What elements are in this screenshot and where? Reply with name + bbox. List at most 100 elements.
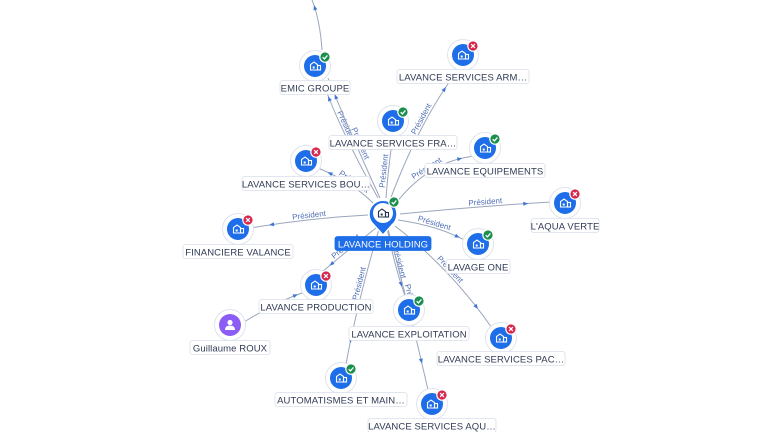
- building-icon: [387, 116, 400, 126]
- node-label-background: [241, 176, 371, 191]
- status-inactive-icon: [310, 146, 322, 158]
- node-label-background: [348, 326, 470, 341]
- edge-label: Président: [468, 196, 503, 208]
- edge-label: Président: [417, 214, 453, 233]
- node-label: LAVANCE EXPLOITATION: [351, 329, 466, 340]
- node-label: LAVANCE SERVICES ARM…: [399, 72, 527, 83]
- node-label-background: [396, 69, 530, 84]
- building-icon: [232, 224, 245, 234]
- node-prod[interactable]: LAVANCE PRODUCTION: [258, 269, 374, 314]
- status-active-icon: [397, 106, 409, 118]
- node-label-background: [328, 135, 458, 150]
- node-arm[interactable]: LAVANCE SERVICES ARM…: [396, 39, 530, 84]
- edge-arrow-icon: [456, 157, 463, 162]
- node-label-background: [274, 392, 408, 407]
- building-icon: [495, 333, 508, 343]
- node-label: Guillaume ROUX: [193, 343, 268, 354]
- status-inactive-icon: [569, 188, 581, 200]
- node-label-background: [182, 244, 294, 259]
- node-label: L'AQUA VERTE: [531, 221, 600, 232]
- edge-arrow-icon: [441, 86, 446, 93]
- edge-arrow-icon: [334, 94, 339, 100]
- node-label-background: [258, 299, 374, 314]
- edge-line: [397, 219, 469, 243]
- node-fin[interactable]: FINANCIERE VALANCE: [182, 213, 294, 259]
- edge-equip[interactable]: Président: [395, 155, 477, 204]
- node-emic[interactable]: EMIC GROUPE: [279, 50, 351, 95]
- edge-label: Président: [351, 265, 368, 301]
- node-label: LAVANCE HOLDING: [338, 239, 428, 250]
- edge-offscreen_top[interactable]: [311, 0, 323, 51]
- building-icon: [457, 50, 470, 60]
- status-inactive-icon: [436, 389, 448, 401]
- building-icon: [472, 239, 485, 249]
- node-equip[interactable]: LAVANCE EQUIPEMENTS: [424, 132, 546, 178]
- edge-arrow-icon: [269, 222, 275, 227]
- node-aqua[interactable]: L'AQUA VERTE: [530, 187, 600, 233]
- status-inactive-icon: [505, 323, 517, 335]
- building-icon: [310, 280, 323, 290]
- node-label-background: [436, 351, 566, 366]
- edge-arrow-icon: [329, 260, 335, 266]
- building-icon: [335, 373, 348, 383]
- status-inactive-icon: [467, 40, 479, 52]
- edge-line: [249, 214, 369, 229]
- node-label-background: [334, 236, 432, 251]
- building-icon: [309, 61, 322, 71]
- status-active-icon: [319, 51, 331, 63]
- node-label: LAVANCE EQUIPEMENTS: [427, 166, 544, 177]
- node-label: LAVAGE ONE: [448, 262, 509, 273]
- edge-aqua[interactable]: Président: [399, 196, 553, 215]
- edge-line: [386, 227, 406, 297]
- edge-label: Président: [292, 209, 327, 222]
- edge-arrow-icon: [473, 303, 479, 309]
- edge-arrow-icon: [327, 172, 333, 177]
- node-fra[interactable]: LAVANCE SERVICES FRA…: [328, 105, 458, 150]
- edge-arrow-icon: [292, 294, 298, 299]
- node-label-background: [189, 340, 271, 355]
- edge-arrow-icon: [398, 281, 403, 287]
- edge-arrow-icon: [454, 233, 460, 238]
- person-icon: [225, 319, 235, 330]
- building-icon: [559, 198, 572, 208]
- edge-fin[interactable]: Président: [249, 209, 369, 229]
- edge-arrow-icon: [523, 201, 529, 206]
- node-center[interactable]: LAVANCE HOLDING: [334, 196, 432, 251]
- node-label-background: [445, 259, 511, 274]
- node-label: LAVANCE SERVICES PAC…: [438, 354, 565, 365]
- building-icon: [479, 143, 492, 153]
- node-label: LAVANCE SERVICES AQU…: [368, 421, 496, 432]
- status-active-icon: [489, 133, 501, 145]
- node-expl[interactable]: LAVANCE EXPLOITATION: [348, 294, 470, 341]
- building-icon: [377, 208, 390, 218]
- node-label: LAVANCE SERVICES FRA…: [330, 138, 457, 149]
- edge-label: Président: [378, 153, 391, 188]
- nodes-layer: EMIC GROUPE LAVANCE SERVICES ARM… LAVANCE …: [182, 39, 600, 432]
- status-active-icon: [482, 229, 494, 241]
- node-label-background: [424, 163, 546, 178]
- edge-line: [311, 0, 323, 51]
- status-active-icon: [413, 295, 425, 307]
- node-label-background: [279, 80, 351, 95]
- status-inactive-icon: [320, 270, 332, 282]
- node-label: FINANCIERE VALANCE: [185, 247, 291, 258]
- node-bou[interactable]: LAVANCE SERVICES BOU…: [241, 145, 371, 191]
- node-lavage[interactable]: LAVAGE ONE: [445, 228, 511, 274]
- edge-arrow-icon: [328, 96, 332, 102]
- node-label: LAVANCE SERVICES BOU…: [242, 179, 370, 190]
- edge-label: Président: [409, 101, 433, 136]
- status-inactive-icon: [242, 214, 254, 226]
- node-label: LAVANCE PRODUCTION: [260, 302, 371, 313]
- edge-arrow-icon: [313, 5, 318, 11]
- node-label-background: [530, 218, 600, 233]
- node-label: AUTOMATISMES ET MAIN…: [277, 395, 405, 406]
- edge-line: [399, 201, 553, 215]
- node-auto[interactable]: AUTOMATISMES ET MAIN…: [274, 362, 408, 407]
- center-inner: [373, 203, 393, 223]
- node-pac[interactable]: LAVANCE SERVICES PAC…: [436, 322, 566, 366]
- node-roux[interactable]: Guillaume ROUX: [189, 309, 271, 355]
- building-icon: [426, 399, 439, 409]
- building-icon: [403, 305, 416, 315]
- node-aqu[interactable]: LAVANCE SERVICES AQU…: [367, 388, 497, 432]
